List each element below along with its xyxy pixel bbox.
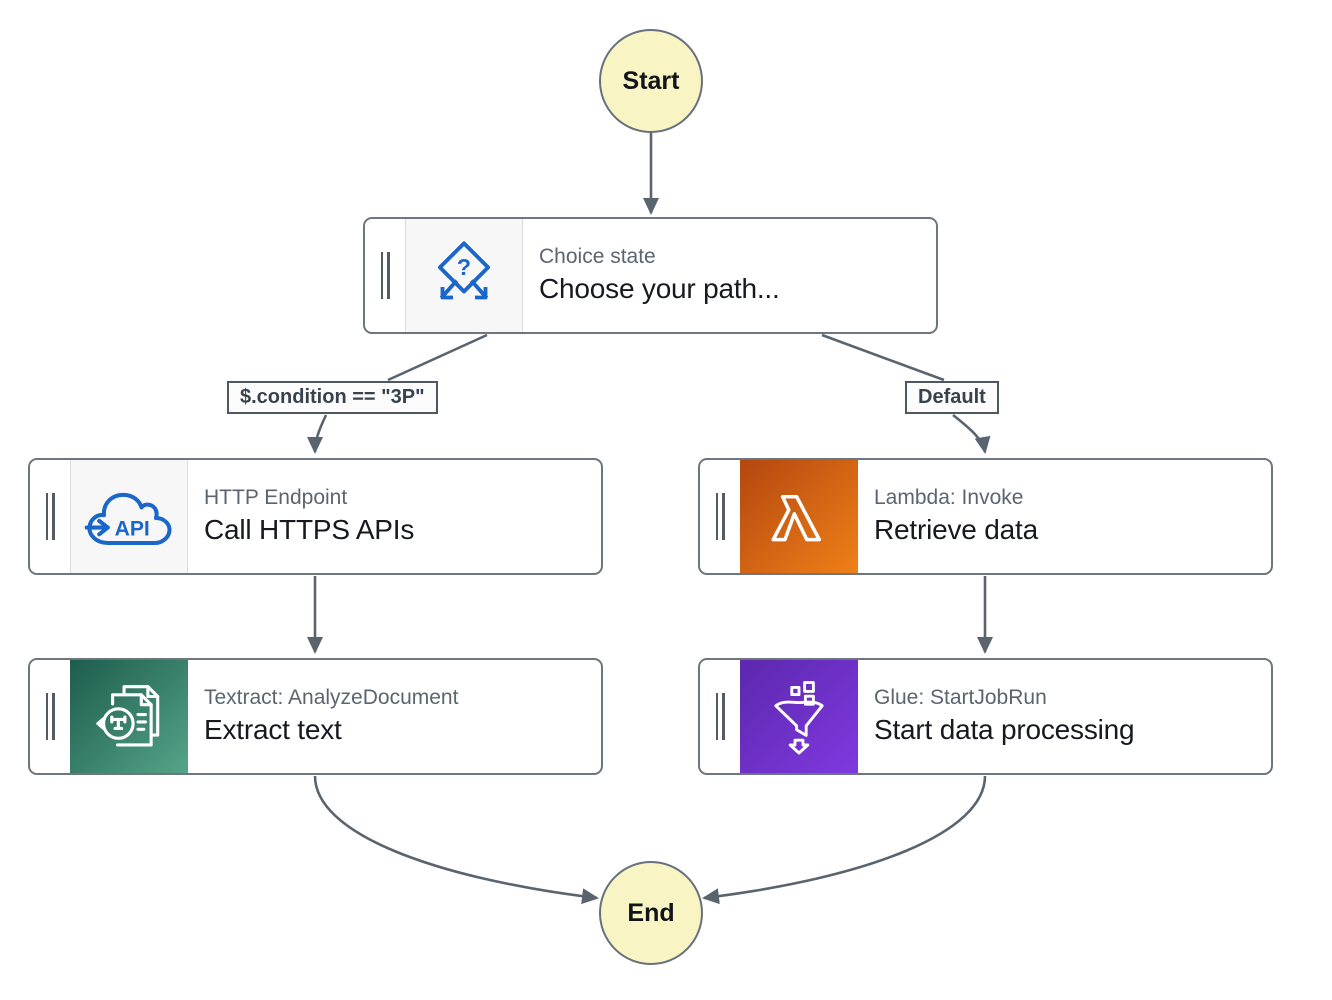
api-cloud-icon: API bbox=[70, 460, 188, 573]
condition-label-chip: $.condition == "3P" bbox=[227, 381, 438, 414]
lambda-icon bbox=[740, 460, 858, 573]
state-type: Glue: StartJobRun bbox=[874, 686, 1047, 710]
edge-condition-to-http bbox=[307, 414, 328, 454]
textract-document-icon bbox=[70, 660, 188, 773]
drag-handle[interactable] bbox=[700, 660, 740, 773]
state-name: Retrieve data bbox=[874, 514, 1038, 546]
drag-handle[interactable] bbox=[30, 660, 70, 773]
drag-handle[interactable] bbox=[700, 460, 740, 573]
state-node-choice[interactable]: ? Choice state Choose your path... bbox=[363, 217, 938, 334]
edge-choice-to-default bbox=[821, 333, 945, 382]
state-node-lambda-invoke[interactable]: Lambda: Invoke Retrieve data bbox=[698, 458, 1273, 575]
state-name: Start data processing bbox=[874, 714, 1135, 746]
edge-glue-to-end bbox=[702, 775, 987, 905]
state-node-textract-analyzedocument[interactable]: Textract: AnalyzeDocument Extract text bbox=[28, 658, 603, 775]
state-name: Choose your path... bbox=[539, 273, 780, 305]
state-type: Textract: AnalyzeDocument bbox=[204, 686, 459, 710]
edge-choice-to-condition bbox=[387, 333, 488, 382]
state-type: Choice state bbox=[539, 245, 656, 269]
edge-textract-to-end bbox=[313, 775, 599, 905]
state-name: Extract text bbox=[204, 714, 342, 746]
svg-text:API: API bbox=[115, 517, 150, 540]
svg-text:?: ? bbox=[457, 254, 471, 280]
drag-handle[interactable] bbox=[30, 460, 70, 573]
choice-branch-icon: ? bbox=[405, 219, 523, 332]
state-node-http-endpoint[interactable]: API HTTP Endpoint Call HTTPS APIs bbox=[28, 458, 603, 575]
start-node: Start bbox=[599, 29, 703, 133]
state-node-glue-startjobrun[interactable]: Glue: StartJobRun Start data processing bbox=[698, 658, 1273, 775]
state-type: HTTP Endpoint bbox=[204, 486, 348, 510]
default-label-chip: Default bbox=[905, 381, 999, 414]
end-node: End bbox=[599, 861, 703, 965]
state-name: Call HTTPS APIs bbox=[204, 514, 415, 546]
drag-handle[interactable] bbox=[365, 219, 405, 332]
glue-funnel-icon bbox=[740, 660, 858, 773]
state-type: Lambda: Invoke bbox=[874, 486, 1024, 510]
edge-default-to-lambda bbox=[952, 413, 991, 454]
